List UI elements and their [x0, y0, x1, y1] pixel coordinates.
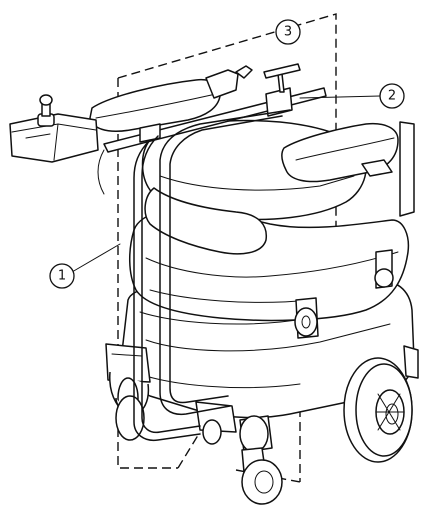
- drive-wheel: [343, 345, 419, 463]
- callout-1: 1: [49, 243, 121, 289]
- callout-2-label: 2: [388, 89, 396, 104]
- left-armrest: [89, 65, 253, 132]
- cross-tube: [97, 63, 327, 195]
- callout-3: 3: [275, 19, 301, 45]
- joystick-control: [9, 94, 99, 163]
- callout-3-label: 3: [284, 25, 292, 40]
- callout-1-label: 1: [58, 269, 66, 284]
- right-armrest: [281, 121, 415, 217]
- callout-2: 2: [299, 83, 405, 109]
- front-caster: [115, 395, 283, 505]
- lifting-frame: [133, 109, 291, 442]
